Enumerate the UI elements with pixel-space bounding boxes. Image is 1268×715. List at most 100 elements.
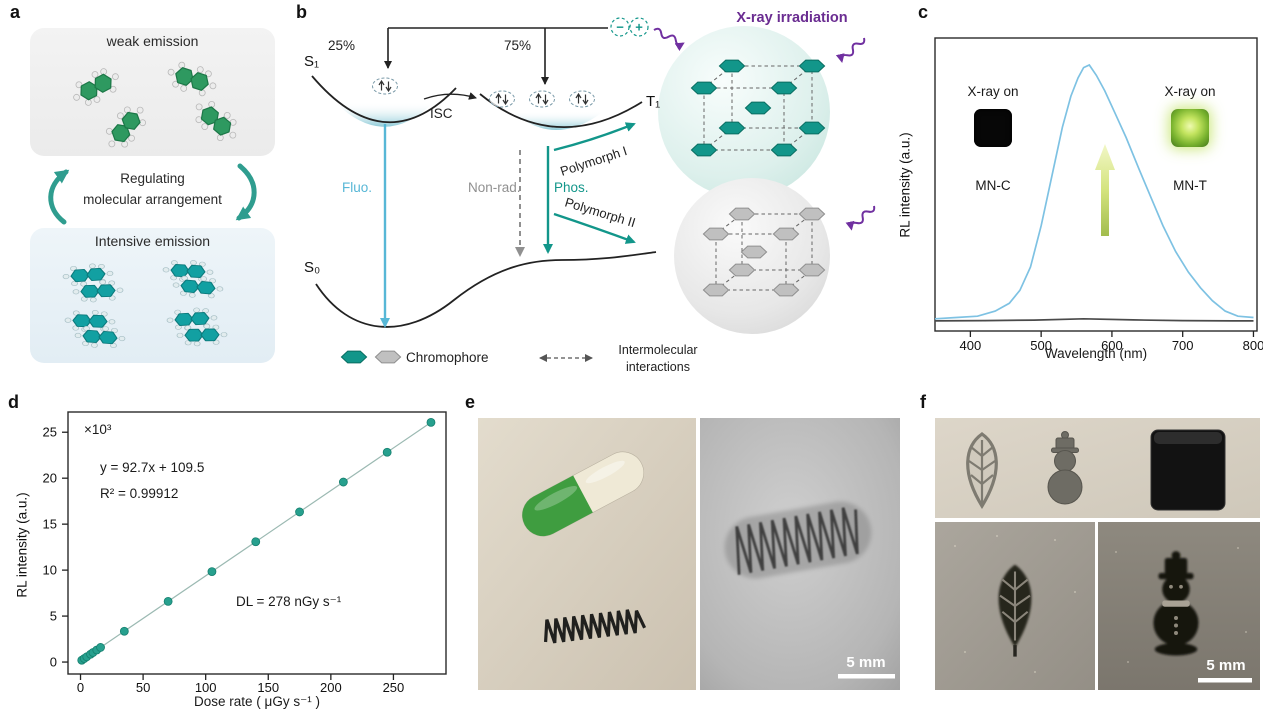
xray-wave-icon (840, 36, 867, 63)
speckles (954, 535, 1076, 673)
mnt-sample-photo (1171, 109, 1209, 147)
s1-label: S₁ (304, 53, 319, 70)
data-point (338, 477, 348, 487)
molecule-icon (61, 261, 115, 289)
isc-label: ISC (430, 106, 453, 121)
x-tick-label: 150 (257, 680, 279, 695)
leaf-xray-image (935, 522, 1095, 690)
polymorph1-arrow-icon (553, 122, 636, 152)
panel-c-label: c (918, 2, 929, 22)
polymorph1-sphere (658, 26, 830, 198)
xray-on-left-label: X-ray on (967, 84, 1019, 99)
objects-photo (935, 418, 1260, 518)
panel-d-label: d (8, 392, 19, 412)
data-point (382, 447, 392, 457)
data-point (426, 417, 436, 427)
weak-emission-box: weak emission (30, 28, 275, 157)
panel-f-label: f (920, 392, 926, 412)
plot-frame (934, 37, 1258, 332)
series-MN-T (934, 63, 1254, 320)
molecule-icon (165, 306, 219, 332)
intensive-emission-title: Intensive emission (94, 233, 211, 249)
panel-b-label: b (296, 2, 307, 22)
scale-bar (838, 674, 895, 679)
y-tick-label: 20 (43, 471, 57, 486)
mnc-sample-photo (974, 109, 1012, 147)
jablonski-diagram: X-ray irradiation 25% 75% − + ISC (304, 10, 892, 374)
fluo-label: Fluo. (342, 180, 372, 195)
scale-note: ×10³ (84, 422, 112, 437)
xray-wave-icon (849, 204, 876, 231)
s1-well-curve (311, 75, 457, 123)
molecule-icon (98, 97, 154, 157)
y-tick-label: 15 (43, 517, 57, 532)
xray-irradiation-label: X-ray irradiation (736, 10, 847, 26)
molecule-icon (66, 61, 126, 113)
cycle-arrow-up-icon (48, 169, 70, 225)
spectrum-xlabel: Wavelength (nm) (1044, 346, 1148, 361)
polymorph1-label: Polymorph I (558, 143, 629, 179)
isc-arrow-icon (423, 92, 477, 100)
polymorph2-sphere (674, 178, 830, 334)
pct75-label: 75% (504, 38, 531, 53)
x-tick-label: 100 (195, 680, 217, 695)
regulating-line2: molecular arrangement (83, 192, 222, 207)
spin-pair-icon (528, 90, 556, 108)
x-tick-label: 250 (383, 680, 405, 695)
chromophore-label: Chromophore (406, 350, 489, 365)
x-tick-label: 400 (960, 338, 982, 353)
s0-label: S₀ (304, 259, 320, 276)
intensive-emission-molecules (61, 258, 228, 351)
s1-well-fill (336, 102, 434, 127)
xray-on-right-label: X-ray on (1164, 84, 1216, 99)
interactions-label: interactions (626, 360, 690, 374)
x-tick-label: 200 (320, 680, 342, 695)
black-box (1150, 429, 1226, 511)
t1-well-curve (479, 93, 643, 128)
y-tick-label: 10 (43, 563, 57, 578)
xray-capsule (724, 501, 872, 579)
dose-ylabel: RL intensity (a.u.) (14, 492, 30, 598)
cycle-arrow-down-icon (235, 163, 257, 221)
spin-pair-icon (568, 90, 596, 108)
y-tick-label: 5 (50, 609, 57, 624)
gray-chromophore-icon (374, 350, 402, 364)
molecule-icon (163, 56, 221, 102)
snowman-xray-image: 5 mm (1098, 522, 1260, 690)
xray-leaf (998, 564, 1032, 657)
spring (543, 609, 647, 644)
molecule-icon (72, 278, 124, 304)
weak-emission-molecules (66, 56, 246, 157)
t1-label: T₁ (646, 93, 660, 110)
x-tick-label: 500 (1030, 338, 1052, 353)
intermolecular-label: Intermolecular (618, 343, 697, 357)
speckles (1115, 547, 1247, 663)
leaf-charm (966, 432, 998, 510)
phos-label: Phos. (554, 180, 589, 195)
regulating-line1: Regulating (120, 171, 185, 186)
scale-bar-label: 5 mm (846, 654, 885, 671)
panel-a-label: a (10, 2, 21, 22)
electron-hole-pair-icon: − + (610, 17, 649, 37)
teal-chromophore-icon (340, 350, 368, 364)
series-MN-C (934, 317, 1254, 322)
nonrad-label: Non-rad. (468, 180, 521, 195)
intensive-emission-box: Intensive emission (30, 228, 275, 363)
s0-curve (315, 251, 657, 328)
x-tick-label: 700 (1172, 338, 1194, 353)
regulating-arrows (48, 163, 257, 225)
polymorph2-arrow-icon (553, 212, 636, 244)
mnt-label: MN-T (1173, 178, 1207, 193)
weak-emission-title: weak emission (106, 33, 199, 49)
xray-wave-icon (653, 27, 685, 46)
regulating-text: Regulating molecular arrangement (30, 168, 275, 210)
detection-limit: DL = 278 nGy s⁻¹ (236, 594, 342, 609)
mnc-label: MN-C (975, 178, 1011, 193)
pct25-label: 25% (328, 38, 355, 53)
hole-label: + (635, 20, 643, 35)
data-point (119, 626, 129, 636)
molecule-icon (186, 93, 246, 149)
data-point (207, 567, 217, 576)
